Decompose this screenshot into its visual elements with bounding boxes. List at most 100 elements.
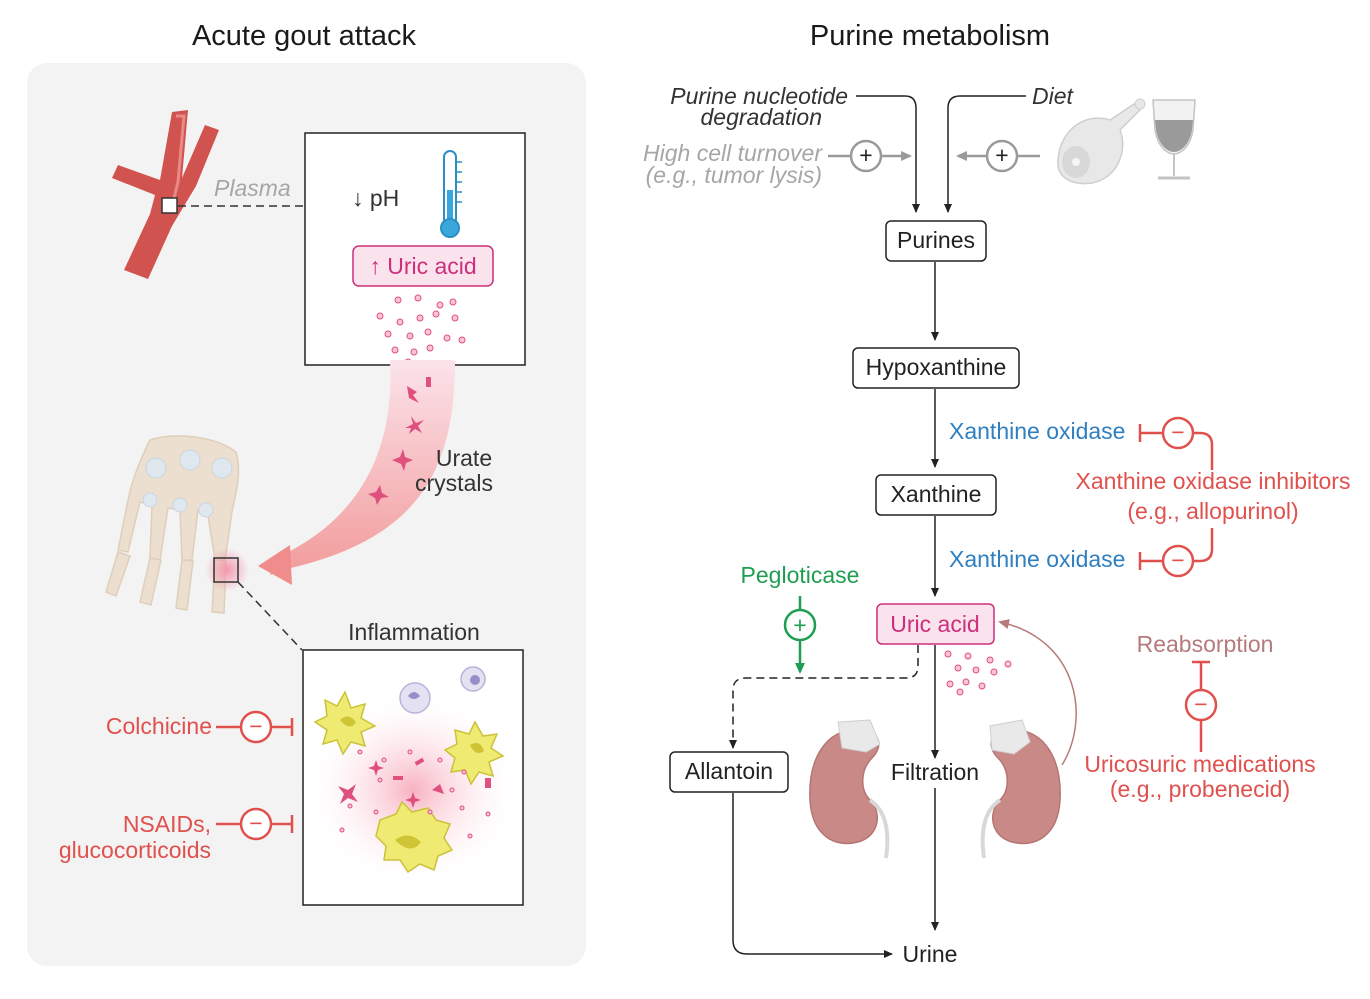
urate-particle xyxy=(357,749,363,755)
high-turnover-plus: + xyxy=(859,142,872,168)
left-panel-title: Acute gout attack xyxy=(192,20,417,52)
urate-particle xyxy=(1004,660,1012,668)
urate-crystals-label-2: crystals xyxy=(415,470,493,496)
urate-particle xyxy=(449,298,457,306)
urate-particle xyxy=(990,668,998,676)
xo-inhibitor-bracket xyxy=(1138,416,1214,578)
urate-particle xyxy=(373,809,379,815)
uricosuric-label-1: Uricosuric medications xyxy=(1084,751,1315,777)
uricosuric-label-2: (e.g., probenecid) xyxy=(1110,776,1290,802)
purines-label: Purines xyxy=(897,227,975,253)
urate-particle xyxy=(962,678,970,686)
left-kidney-icon xyxy=(809,719,890,859)
xanthine-oxidase-1-label: Xanthine oxidase xyxy=(949,418,1125,444)
macrophage-nuclei xyxy=(340,716,484,849)
reabsorption-arrow xyxy=(998,619,1077,766)
diet-plus: + xyxy=(995,142,1008,168)
ham-icon xyxy=(1057,98,1146,185)
allantoin-label: Allantoin xyxy=(685,758,773,784)
urate-particle xyxy=(424,328,432,336)
pegloticase-plus: + xyxy=(793,612,806,638)
pegloticase-enhance-icon xyxy=(783,596,817,674)
nsaids-inhibit-icon xyxy=(216,807,294,841)
xanthine-oxidase-2-label: Xanthine oxidase xyxy=(949,546,1125,572)
urate-particle xyxy=(391,346,399,354)
high-cell-turnover-label-1: High cell turnover xyxy=(643,140,823,166)
uric-acid-badge-label: ↑ Uric acid xyxy=(369,253,476,279)
urate-particle xyxy=(986,656,994,664)
plasma-label: Plasma xyxy=(214,175,291,201)
reabsorption-label: Reabsorption xyxy=(1137,631,1274,657)
xo-inhibit-minus-2: − xyxy=(1171,547,1184,573)
urate-particle xyxy=(944,650,952,658)
uricosuric-minus: − xyxy=(1194,691,1207,717)
urate-particle xyxy=(432,310,440,318)
urate-particle xyxy=(443,334,451,342)
uricosuric-inhibit-icon xyxy=(1184,660,1218,752)
urate-particle xyxy=(339,827,345,833)
urate-particle xyxy=(436,301,444,309)
urate-particles xyxy=(376,294,466,370)
allantoin-to-urine-arrow xyxy=(732,793,893,958)
crystal-flow-arrowhead xyxy=(258,545,292,585)
nsaids-label-2: glucocorticoids xyxy=(59,837,211,863)
right-kidney-icon xyxy=(980,719,1061,859)
inflamed-joint xyxy=(205,548,249,592)
colchicine-minus: − xyxy=(249,713,262,739)
hypoxanthine-node xyxy=(852,347,1020,389)
hypoxanthine-label: Hypoxanthine xyxy=(866,354,1007,380)
urate-particle xyxy=(459,805,465,811)
urate-particle xyxy=(972,666,980,674)
urate-particle xyxy=(381,757,387,763)
urine-label: Urine xyxy=(903,941,958,967)
urate-particle xyxy=(416,314,424,322)
urate-crystal-icons xyxy=(368,377,431,505)
purine-nucleotide-label-1: Purine nucleotide xyxy=(670,83,848,109)
diet-to-purines-arrow xyxy=(944,95,1026,213)
urate-particle xyxy=(978,682,986,690)
urate-particle xyxy=(426,344,434,352)
thermometer-icon xyxy=(440,150,462,238)
foot-skeleton-icon xyxy=(105,435,240,614)
high-turnover-enhance-icon xyxy=(828,139,912,173)
pegloticase-label: Pegloticase xyxy=(741,562,860,588)
uric-acid-badge xyxy=(352,245,494,287)
urate-particle xyxy=(954,664,962,672)
urate-particle xyxy=(451,314,459,322)
urate-crystals-label-1: Urate xyxy=(436,445,492,471)
colchicine-label: Colchicine xyxy=(106,713,212,739)
inflammation-label: Inflammation xyxy=(348,619,480,645)
inflammation-particles xyxy=(339,749,491,839)
nucleotide-to-purines-arrow xyxy=(856,95,920,213)
uric-acid-label: Uric acid xyxy=(890,611,979,637)
filtered-urate-particles xyxy=(944,650,1012,696)
xanthine-node xyxy=(875,474,997,516)
blood-vessel-icon xyxy=(112,110,219,279)
urate-particle xyxy=(407,749,413,755)
urate-particle xyxy=(394,296,402,304)
neutrophil-cells xyxy=(399,666,486,714)
urate-particle xyxy=(964,652,972,660)
urate-particle xyxy=(377,777,383,783)
filtration-label: Filtration xyxy=(891,759,979,785)
xanthine-label: Xanthine xyxy=(891,481,982,507)
inflammation-crystals xyxy=(338,757,491,808)
purines-node xyxy=(885,220,987,262)
uric-acid-node xyxy=(876,603,995,645)
urate-particle xyxy=(956,688,964,696)
nsaids-label-1: NSAIDs, xyxy=(123,811,211,837)
urate-particle xyxy=(467,833,473,839)
urate-particle xyxy=(376,312,384,320)
nsaids-minus: − xyxy=(249,810,262,836)
colchicine-inhibit-icon xyxy=(216,710,294,744)
xo-inhibitors-label-2: (e.g., allopurinol) xyxy=(1127,498,1298,524)
urate-particle xyxy=(946,680,954,688)
urate-particle xyxy=(396,318,404,326)
urate-particle xyxy=(485,811,491,817)
diet-label: Diet xyxy=(1032,83,1075,109)
high-cell-turnover-label-2: (e.g., tumor lysis) xyxy=(646,162,822,188)
xo-inhibit-minus-1: − xyxy=(1171,419,1184,445)
urate-particle xyxy=(427,809,433,815)
urate-particle xyxy=(414,294,422,302)
